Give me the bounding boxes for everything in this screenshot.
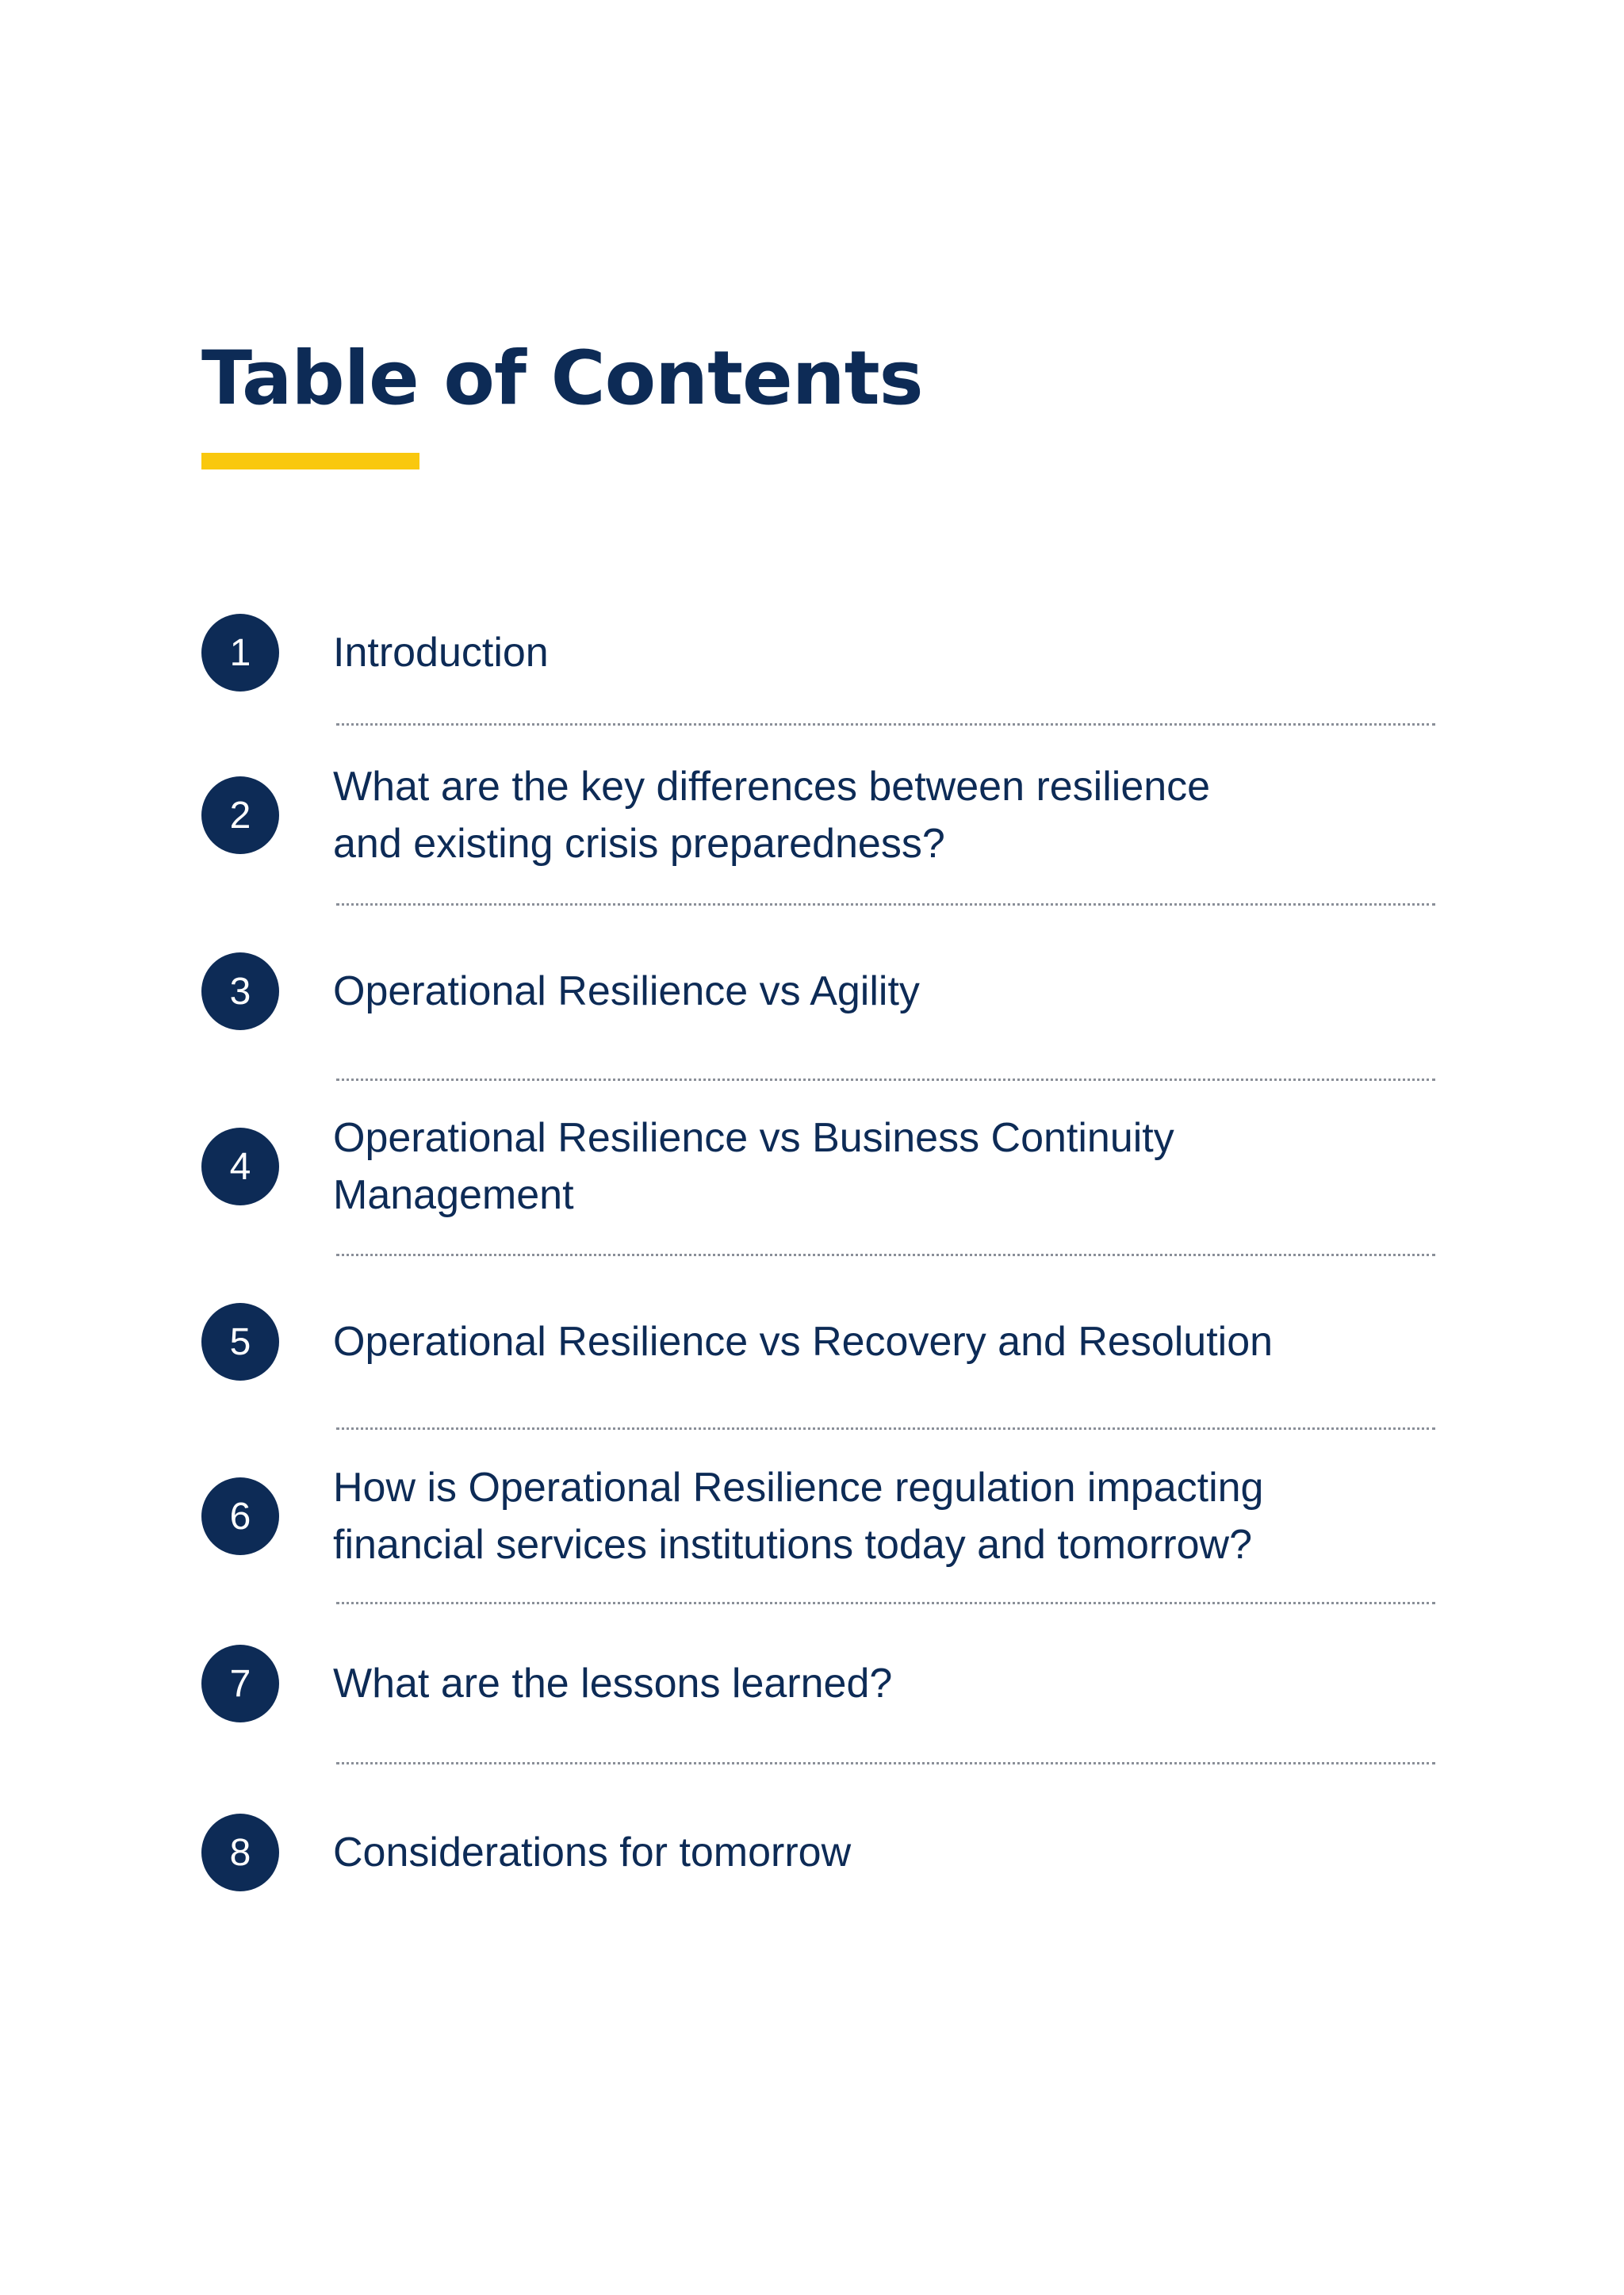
toc-item-5[interactable]: 5 Operational Resilience vs Recovery and…: [201, 1303, 1435, 1381]
toc-item-1[interactable]: 1 Introduction: [201, 614, 1435, 692]
toc-item-label[interactable]: Introduction: [333, 630, 549, 676]
toc-divider: [336, 1762, 1435, 1764]
toc-item-3[interactable]: 3 Operational Resilience vs Agility: [201, 952, 1435, 1030]
toc-divider: [336, 1427, 1435, 1430]
toc-number-badge: 4: [201, 1128, 279, 1205]
toc-divider: [336, 723, 1435, 726]
toc-number-badge: 1: [201, 614, 279, 692]
toc-item-label[interactable]: Operational Resilience vs Business Conti…: [333, 1115, 1174, 1218]
toc-number-badge: 8: [201, 1814, 279, 1891]
toc-divider: [336, 903, 1435, 906]
toc-item-8[interactable]: 8 Considerations for tomorrow: [201, 1814, 1435, 1891]
page-title: Table of Contents: [201, 335, 924, 422]
toc-number-badge: 3: [201, 952, 279, 1030]
toc-item-2[interactable]: 2 What are the key differences between r…: [201, 758, 1435, 872]
toc-item-4[interactable]: 4 Operational Resilience vs Business Con…: [201, 1109, 1435, 1224]
toc-item-label[interactable]: How is Operational Resilience regulation…: [333, 1465, 1264, 1568]
toc-item-label[interactable]: What are the lessons learned?: [333, 1661, 893, 1707]
toc-divider: [336, 1254, 1435, 1256]
toc-item-label[interactable]: Operational Resilience vs Recovery and R…: [333, 1319, 1274, 1365]
toc-item-label[interactable]: Operational Resilience vs Agility: [333, 968, 920, 1014]
toc-divider: [336, 1079, 1435, 1081]
toc-number-badge: 7: [201, 1645, 279, 1722]
toc-number-badge: 5: [201, 1303, 279, 1381]
toc-number-badge: 6: [201, 1477, 279, 1555]
toc-item-label[interactable]: What are the key differences between res…: [333, 764, 1211, 867]
toc-number-badge: 2: [201, 776, 279, 854]
title-underline: [201, 453, 419, 469]
toc-item-7[interactable]: 7 What are the lessons learned?: [201, 1645, 1435, 1722]
toc-item-label[interactable]: Considerations for tomorrow: [333, 1829, 852, 1875]
toc-item-6[interactable]: 6 How is Operational Resilience regulati…: [201, 1459, 1435, 1573]
toc-divider: [336, 1602, 1435, 1604]
